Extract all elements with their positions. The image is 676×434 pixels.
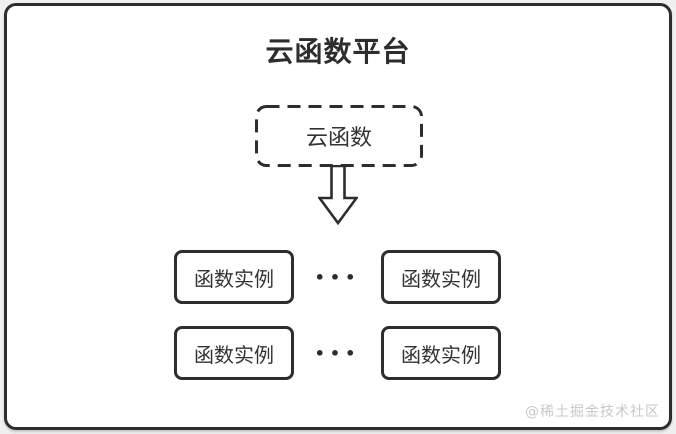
- function-instance-box: 函数实例: [174, 250, 294, 304]
- ellipsis-dots: •••: [314, 267, 361, 287]
- diagram-title: 云函数平台: [265, 35, 411, 68]
- cloud-function-node: 云函数: [255, 105, 423, 167]
- dashed-border-box: [255, 105, 423, 167]
- cloud-function-label: 云函数: [305, 126, 372, 151]
- ellipsis-dots: •••: [314, 343, 361, 363]
- down-arrow-icon: [318, 165, 358, 225]
- watermark: @稀土掘金技术社区: [525, 404, 660, 420]
- function-instance-box: 函数实例: [381, 326, 501, 380]
- function-instance-box: 函数实例: [381, 250, 501, 304]
- function-instance-box: 函数实例: [174, 326, 294, 380]
